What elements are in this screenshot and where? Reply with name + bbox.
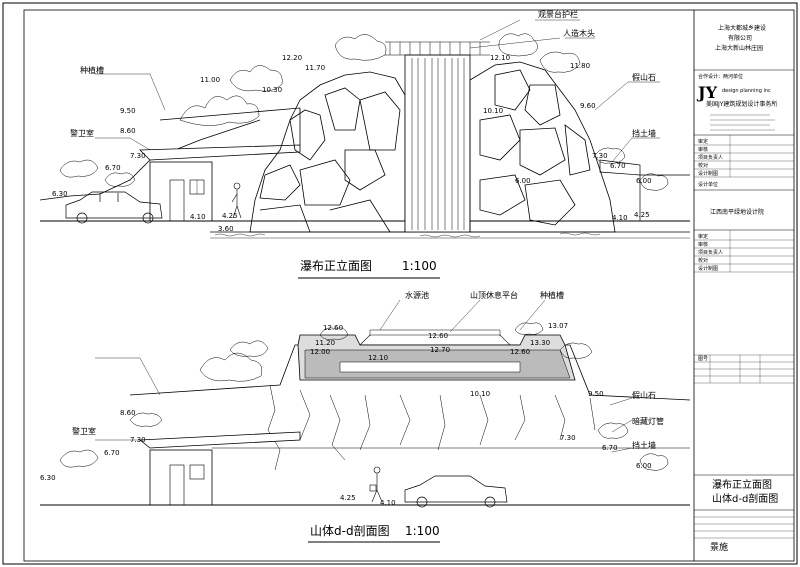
elev: 7.30: [130, 436, 146, 444]
elev: 9.60: [580, 102, 596, 110]
label-guard-top: 警卫室: [70, 128, 94, 138]
elev: 7.30: [560, 434, 576, 442]
elev: 3.60: [218, 225, 234, 233]
label-pipe: 暗藏灯管: [632, 416, 664, 426]
label-wall-top: 挡土墙: [632, 128, 656, 138]
bottom-section-drawing: 水源池 山顶休息平台 种植槽 警卫室 假山石 暗藏灯管 挡土墙 12.60 12…: [40, 290, 691, 543]
title-top: 瀑布正立面图: [300, 258, 372, 273]
elev: 6.70: [610, 162, 626, 170]
elev: 6.70: [105, 164, 121, 172]
elev: 6.70: [104, 449, 120, 457]
label-platform: 山顶休息平台: [470, 290, 518, 300]
elev: 11.70: [305, 64, 325, 72]
elev: 11.20: [315, 339, 335, 347]
company-logo: JY: [696, 83, 718, 102]
tb-row: 审定: [698, 138, 708, 145]
tb-row: 审定: [698, 233, 708, 240]
tb-stamp: 图号: [698, 356, 708, 362]
elev: 9.50: [588, 390, 604, 398]
tb-row: 项目负责人: [698, 249, 723, 256]
tb-project: 上海大新山林庄园: [715, 44, 763, 52]
elev: 10.10: [483, 107, 503, 115]
label-wall-bottom: 挡土墙: [632, 440, 656, 450]
elev: 6.30: [52, 190, 68, 198]
elev: 6.00: [515, 177, 531, 185]
scale-top: 1:100: [402, 259, 437, 273]
elev: 4.25: [634, 211, 650, 219]
elev: 4.10: [612, 214, 628, 222]
tb-row: 项目负责人: [698, 154, 723, 161]
tb-row: 校对: [698, 257, 708, 264]
label-waterfall-bottom: 水源池: [405, 290, 429, 300]
car-top: [65, 191, 163, 224]
elev: 6.00: [636, 177, 652, 185]
elevation-marks-bottom: 12.60 12.60 13.30 13.07 12.60 12.70 12.1…: [40, 322, 652, 507]
tb-company-cn: 美国JY建筑规划设计事务所: [706, 100, 777, 108]
human-figure-top: [231, 182, 242, 219]
label-planting-bottom: 种植槽: [540, 290, 564, 300]
scale-bottom: 1:100: [405, 524, 440, 538]
elev: 12.20: [282, 54, 302, 62]
inner-border: [23, 9, 795, 562]
elev: 12.00: [310, 348, 330, 356]
elev: 10.10: [470, 390, 490, 398]
tb-project2: 江西南平绿地设计院: [710, 208, 764, 216]
title-bottom: 山体d-d剖面图: [310, 524, 390, 538]
elev: 12.60: [510, 348, 530, 356]
elev: 13.07: [548, 322, 568, 330]
tb-company-en: design planning inc: [722, 88, 771, 94]
elev: 4.25: [340, 494, 356, 502]
car-bottom: [404, 475, 508, 508]
elev: 8.60: [120, 409, 136, 417]
elev: 4.25: [222, 212, 238, 220]
label-rock-top: 假山石: [632, 72, 656, 82]
tb-design-unit2: 设计单位: [698, 181, 718, 188]
elev: 9.50: [120, 107, 136, 115]
label-wood: 人造木头: [563, 28, 595, 38]
elev: 12.10: [368, 354, 388, 362]
top-railing: [385, 41, 490, 56]
elev: 12.60: [428, 332, 448, 340]
tb-drawing-name2: 山体d-d剖面图: [712, 492, 778, 505]
top-elevation-drawing: 种植槽 警卫室 观景台护栏 人造木头 假山石 挡土墙 12.20 11.70 1…: [39, 9, 690, 279]
elev: 12.60: [323, 324, 343, 332]
tb-client2: 有限公司: [728, 34, 752, 42]
tb-stage: 景施: [710, 541, 728, 553]
waterfall: [404, 54, 471, 233]
elev: 7.30: [592, 152, 608, 160]
elev: 6.00: [636, 462, 652, 470]
elev: 13.30: [530, 339, 550, 347]
tb-client: 上海大都城乡建设: [718, 24, 766, 32]
label-guard-bottom: 警卫室: [72, 426, 96, 436]
elev: 4.10: [190, 213, 206, 221]
label-rock-bottom: 假山石: [632, 390, 656, 400]
elev: 8.60: [120, 127, 136, 135]
label-railing: 观景台护栏: [538, 9, 578, 19]
tb-row: 设计制图: [698, 170, 718, 177]
tb-row: 设计制图: [698, 265, 718, 272]
elev: 11.00: [200, 76, 220, 84]
tb-row: 审核: [698, 241, 708, 248]
elev: 12.70: [430, 346, 450, 354]
tb-design-unit: 合作设计：两河单位: [698, 73, 743, 80]
label-planting-top: 种植槽: [80, 65, 104, 75]
elev: 12.10: [490, 54, 510, 62]
human-figure-bottom: [369, 466, 383, 503]
title-block: 上海大都城乡建设 有限公司 上海大新山林庄园 合作设计：两河单位 JY desi…: [693, 10, 794, 561]
elev: 6.30: [40, 474, 56, 482]
elevation-marks-top: 12.20 11.70 11.00 9.50 8.60 7.30 6.70 6.…: [52, 54, 652, 233]
elev: 11.80: [570, 62, 590, 70]
elev: 7.30: [130, 152, 146, 160]
rock-mass-right: [469, 61, 616, 233]
tb-row: 审核: [698, 146, 708, 153]
guard-house-bottom: [149, 449, 213, 506]
elev: 4.10: [380, 499, 396, 507]
elev: 6.70: [602, 444, 618, 452]
section-block: [297, 334, 576, 381]
elev: 10.30: [262, 86, 282, 94]
tb-row: 校对: [698, 162, 708, 169]
tb-drawing-name1: 瀑布正立面图: [712, 478, 772, 491]
